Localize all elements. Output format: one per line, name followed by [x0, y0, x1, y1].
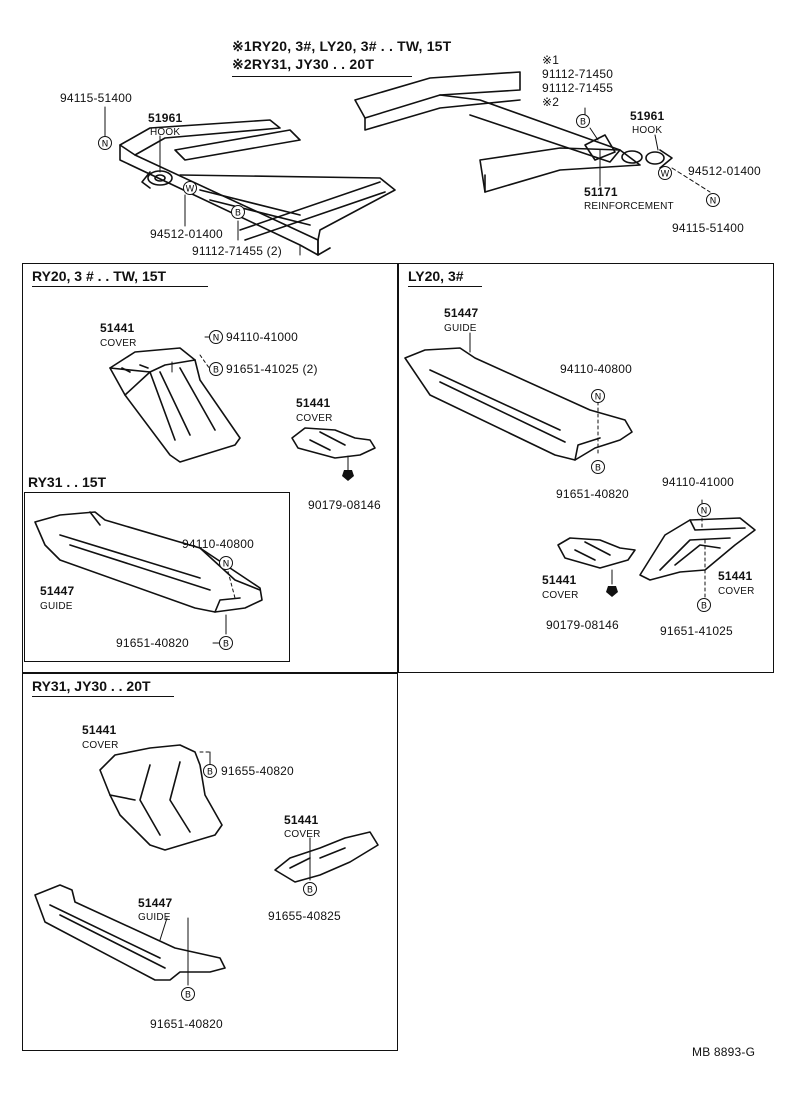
sec1-cover1-no: 51441: [100, 321, 135, 335]
sec1-b-part: 91651-41025 (2): [226, 362, 318, 376]
frame-right-drawing: [354, 71, 673, 193]
sec3-title-underline: [408, 286, 482, 287]
ry31-cover2-drawing: [274, 831, 379, 883]
note-1: ※1RY20, 3#, LY20, 3# . . TW, 15T: [232, 38, 452, 54]
guide-ly20-drawing: [404, 347, 633, 461]
svg-text:N: N: [213, 334, 220, 344]
section-ry31-20t: [22, 673, 398, 1051]
ry31-guide-drawing: [34, 884, 226, 981]
svg-text:B: B: [223, 640, 229, 650]
svg-text:B: B: [580, 118, 586, 128]
sec2-b-part: 91651-40820: [116, 636, 189, 650]
sec3-cover1-name: COVER: [542, 590, 579, 601]
sec4-guide-name: GUIDE: [138, 912, 171, 923]
tr-bolt-1: 91112-71450: [542, 67, 614, 81]
sec3-b-part2: 91651-41025: [660, 624, 733, 638]
section-ry31-15t: [24, 492, 290, 662]
sec3-clip: 90179-08146: [546, 618, 619, 632]
tr-mark-1: ※1: [542, 53, 560, 67]
sec3-guide-no: 51447: [444, 306, 479, 320]
sec3-n-part1: 94110-40800: [560, 362, 633, 376]
frame-left-drawing: [119, 119, 396, 256]
sec1-cover2-name: COVER: [296, 413, 333, 424]
tr-hook-no: 51961: [630, 109, 665, 123]
svg-text:N: N: [701, 507, 708, 517]
svg-text:B: B: [701, 602, 707, 612]
tl-hook-name: HOOK: [150, 127, 181, 138]
sec2-title: RY31 . . 15T: [28, 474, 107, 490]
leader-lines: [104, 106, 711, 986]
sec4-cover2-no: 51441: [284, 813, 319, 827]
tl-hook-no: 51961: [148, 111, 183, 125]
svg-text:W: W: [661, 170, 670, 180]
sec4-title: RY31, JY30 . . 20T: [32, 678, 151, 694]
svg-text:N: N: [710, 197, 717, 207]
sec2-guide-no: 51447: [40, 584, 75, 598]
note-2: ※2RY31, JY30 . . 20T: [232, 56, 375, 72]
sec3-cover1-no: 51441: [542, 573, 577, 587]
sec3-b-part1: 91651-40820: [556, 487, 629, 501]
sec4-title-underline: [32, 696, 174, 697]
sec1-cover2-no: 51441: [296, 396, 331, 410]
ly20-cover-large-drawing: [639, 517, 756, 581]
sec4-cover1-no: 51441: [82, 723, 117, 737]
sec4-b-part3: 91651-40820: [150, 1017, 223, 1031]
svg-text:N: N: [102, 140, 109, 150]
svg-text:B: B: [185, 991, 191, 1001]
sec4-cover2-name: COVER: [284, 829, 321, 840]
sec3-title: LY20, 3#: [408, 268, 464, 284]
figure-code: MB 8893-G: [692, 1045, 756, 1059]
section-ly20: [398, 263, 774, 673]
ly20-cover-small-drawing: [557, 537, 636, 569]
guide-ry31-drawing: [34, 511, 263, 613]
sec3-cover2-name: COVER: [718, 586, 755, 597]
cover1-drawing: [109, 347, 241, 463]
tr-n-part: 94115-51400: [672, 221, 745, 235]
section-ry20: [22, 263, 398, 673]
sec1-cover1-name: COVER: [100, 338, 137, 349]
svg-text:N: N: [223, 560, 230, 570]
svg-text:B: B: [235, 209, 241, 219]
tl-b-part: 91112-71455 (2): [192, 244, 282, 258]
sec4-guide-no: 51447: [138, 896, 173, 910]
svg-text:W: W: [186, 185, 195, 195]
note-underline: [232, 76, 412, 77]
sec2-guide-name: GUIDE: [40, 601, 73, 612]
sec1-title-underline: [32, 286, 208, 287]
sec1-n-part: 94110-41000: [226, 330, 299, 344]
tl-w-part: 94512-01400: [150, 227, 223, 241]
sec4-b-part1: 91655-40820: [221, 764, 294, 778]
sec4-cover1-name: COVER: [82, 740, 119, 751]
sec4-b-part2: 91655-40825: [268, 909, 341, 923]
svg-text:B: B: [213, 366, 219, 376]
cover2-drawing: [291, 427, 376, 459]
svg-text:B: B: [595, 464, 601, 474]
svg-text:B: B: [307, 886, 313, 896]
tr-reinf-name: REINFORCEMENT: [584, 201, 674, 212]
sec3-n-part2: 94110-41000: [662, 475, 735, 489]
tr-reinf-no: 51171: [584, 185, 618, 199]
svg-text:B: B: [207, 768, 213, 778]
svg-text:N: N: [595, 393, 602, 403]
sec1-title: RY20, 3 # . . TW, 15T: [32, 268, 167, 284]
sec2-n-part: 94110-40800: [182, 537, 255, 551]
tr-mark-2: ※2: [542, 95, 560, 109]
sec3-guide-name: GUIDE: [444, 323, 477, 334]
sec3-cover2-no: 51441: [718, 569, 753, 583]
tr-bolt-2: 91112-71455: [542, 81, 614, 95]
tr-hook-name: HOOK: [632, 125, 663, 136]
tl-n-part: 94115-51400: [60, 91, 133, 105]
tr-w-part: 94512-01400: [688, 164, 761, 178]
ry31-cover1-drawing: [99, 744, 223, 851]
sec1-clip: 90179-08146: [308, 498, 381, 512]
